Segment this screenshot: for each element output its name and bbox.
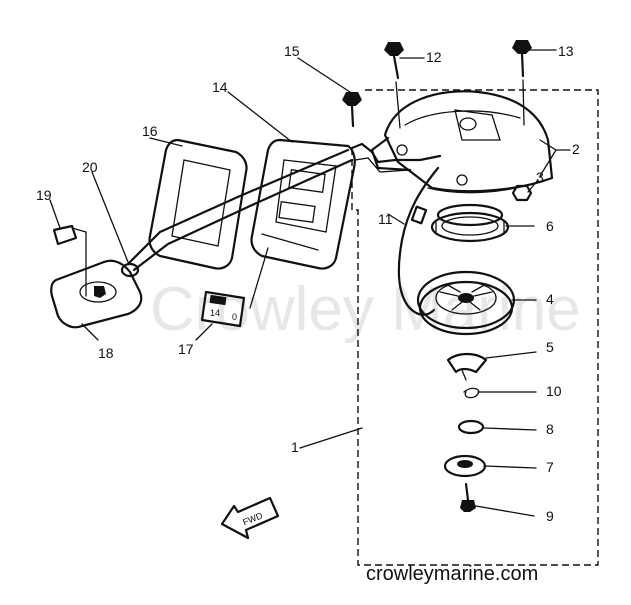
callout-4: 4 (546, 291, 554, 307)
leader-lines (49, 49, 571, 517)
recoil-spring (430, 203, 510, 243)
bolt-9 (460, 482, 476, 512)
callout-15: 15 (284, 43, 300, 59)
callout-6: 6 (546, 218, 554, 234)
fwd-label: FWD (241, 510, 264, 527)
callout-14: 14 (212, 79, 228, 95)
bolt-13 (512, 40, 532, 126)
callout-12: 12 (426, 49, 442, 65)
plate-text-1: 14 (210, 308, 220, 318)
callout-13: 13 (558, 43, 574, 59)
nut-3 (511, 184, 533, 202)
callout-10: 10 (546, 383, 562, 399)
plate-text-2: 0 (232, 312, 237, 322)
callout-17: 17 (178, 341, 194, 357)
callout-1: 1 (291, 439, 299, 455)
site-watermark: crowleymarine.com (366, 563, 538, 585)
drive-plate (443, 454, 487, 478)
callout-20: 20 (82, 159, 98, 175)
grommet (120, 262, 140, 278)
cable-guide (50, 231, 143, 329)
callout-19: 19 (36, 187, 52, 203)
starter-rope (126, 142, 442, 316)
handle-grip (148, 138, 248, 270)
callout-11: 11 (378, 211, 393, 227)
callout-18: 18 (98, 345, 114, 361)
bolt-12 (384, 42, 404, 129)
pawl-spring (463, 387, 480, 399)
callout-numbers: 1 2 3 4 5 6 7 9 10 11 12 13 14 15 16 17 … (36, 43, 580, 524)
assembly-frame (351, 89, 599, 566)
cable-clip (52, 224, 87, 246)
callout-8: 8 (546, 421, 554, 437)
callout-2: 2 (572, 141, 580, 157)
clip (457, 419, 485, 435)
callout-9: 9 (546, 508, 554, 524)
handle-bracket (250, 138, 356, 270)
fwd-arrow: FWD (220, 496, 280, 540)
callout-3: 3 (536, 169, 544, 185)
bolt-15 (342, 92, 362, 128)
callout-5: 5 (546, 339, 554, 355)
label-plate: 14 0 (200, 290, 246, 328)
drive-pawl (446, 352, 488, 381)
callout-16: 16 (142, 123, 158, 139)
starter-housing (370, 90, 554, 194)
callout-7: 7 (546, 459, 554, 475)
